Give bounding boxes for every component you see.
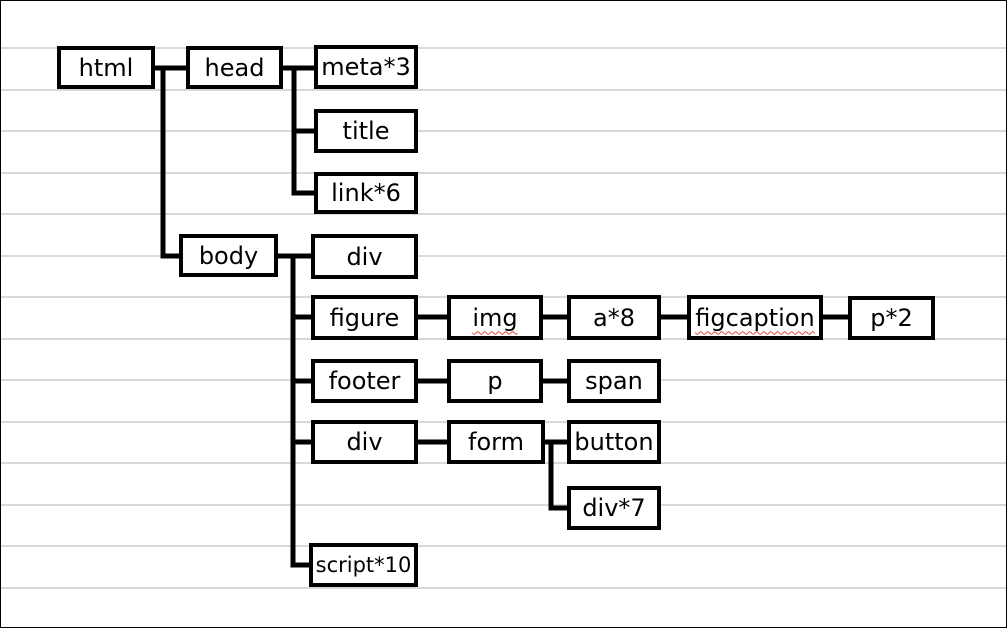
node-html: html <box>57 46 155 89</box>
node-figcaption-label: figcaption <box>695 303 815 332</box>
node-meta: meta*3 <box>314 45 418 89</box>
ruled-line <box>1 255 1006 257</box>
ruled-line <box>1 130 1006 132</box>
node-p: p <box>447 359 543 403</box>
node-link: link*6 <box>314 172 418 214</box>
ruled-line <box>1 89 1006 91</box>
ruled-line <box>1 504 1006 506</box>
node-head: head <box>186 46 283 89</box>
node-button: button <box>567 420 661 464</box>
node-form: form <box>447 420 545 464</box>
ruled-line <box>1 587 1006 589</box>
node-footer: footer <box>311 359 418 403</box>
node-div-2: div <box>311 420 418 464</box>
node-figure: figure <box>311 295 418 340</box>
ruled-line <box>1 545 1006 547</box>
node-div-7: div*7 <box>567 486 661 530</box>
ruled-line <box>1 213 1006 215</box>
node-title: title <box>314 109 418 153</box>
node-p-2: p*2 <box>848 296 935 340</box>
node-span: span <box>567 359 661 403</box>
node-script: script*10 <box>309 543 418 587</box>
node-body: body <box>179 234 278 277</box>
node-a: a*8 <box>567 295 661 340</box>
node-img: img <box>447 295 543 340</box>
ruled-line <box>1 172 1006 174</box>
ruled-line <box>1 47 1006 49</box>
node-figcaption: figcaption <box>687 295 823 340</box>
node-img-label: img <box>472 303 518 332</box>
node-div: div <box>311 234 418 279</box>
